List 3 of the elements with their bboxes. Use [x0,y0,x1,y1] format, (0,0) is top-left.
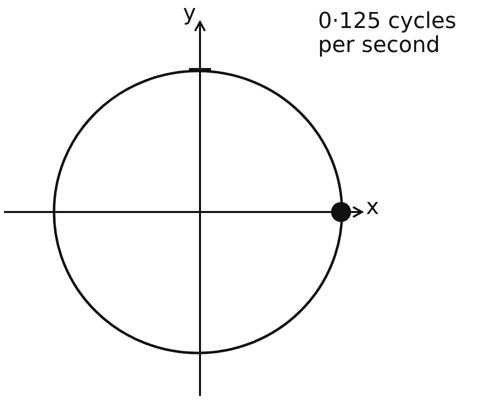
frequency-note: 0·125 cycles per second [318,10,458,58]
axis-label: y [183,2,196,26]
axis-label: x [366,196,380,220]
